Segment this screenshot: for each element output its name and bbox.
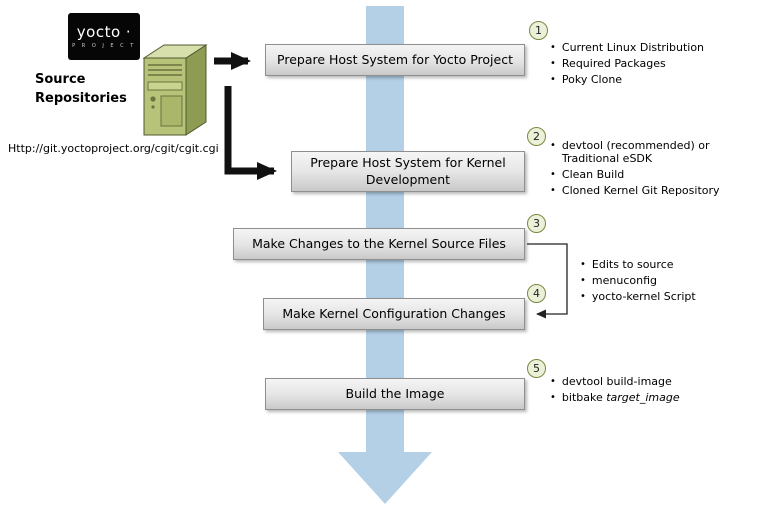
yocto-project-subtext: P R O J E C T xyxy=(72,43,136,49)
step-box-2-label: Prepare Host System for Kernel Developme… xyxy=(310,155,506,187)
step-bullets-2: devtool (recommended) or Traditional eSD… xyxy=(550,139,728,200)
bullet-item: devtool (recommended) or Traditional eSD… xyxy=(550,139,728,165)
yocto-logo: yocto · P R O J E C T xyxy=(68,13,140,60)
bullet-item: Current Linux Distribution xyxy=(550,41,745,54)
bullet-item: yocto-kernel Script xyxy=(580,290,740,303)
step-box-4: Make Kernel Configuration Changes xyxy=(263,298,525,330)
step-box-5: Build the Image xyxy=(265,378,525,410)
bullet-item: Clean Build xyxy=(550,168,728,181)
step-box-1-label: Prepare Host System for Yocto Project xyxy=(277,51,513,67)
bullet-item: Poky Clone xyxy=(550,73,745,86)
bullet-item: Required Packages xyxy=(550,57,745,70)
step-box-1: Prepare Host System for Yocto Project xyxy=(265,44,525,76)
shared-bullets-3-4: Edits to source menuconfig yocto-kernel … xyxy=(580,258,740,306)
bullet-item: devtool build-image xyxy=(550,375,730,388)
step-box-3-label: Make Changes to the Kernel Source Files xyxy=(252,235,506,251)
arrow-to-step-2 xyxy=(224,86,277,180)
step-number-3: 3 xyxy=(527,214,546,233)
source-repositories-label: Source Repositories xyxy=(35,72,127,106)
step-number-2: 2 xyxy=(527,127,546,146)
step-box-2: Prepare Host System for Kernel Developme… xyxy=(291,151,525,192)
bullet-item: Edits to source xyxy=(580,258,740,271)
step-box-3: Make Changes to the Kernel Source Files xyxy=(233,228,525,260)
step-box-5-label: Build the Image xyxy=(345,385,445,401)
server-icon xyxy=(142,44,208,136)
step-bullets-5: devtool build-image bitbake target_image xyxy=(550,375,730,407)
repo-url: Http://git.yoctoproject.org/cgit/cgit.cg… xyxy=(8,142,219,155)
bullet-item: Cloned Kernel Git Repository xyxy=(550,184,728,197)
bracket-steps-3-4 xyxy=(527,243,568,319)
step-bullets-1: Current Linux Distribution Required Pack… xyxy=(550,41,745,89)
yocto-wordmark: yocto · xyxy=(76,23,132,41)
step-number-1: 1 xyxy=(529,21,548,40)
step-box-4-label: Make Kernel Configuration Changes xyxy=(282,305,506,321)
bullet-item: menuconfig xyxy=(580,274,740,287)
bullet-item: bitbake target_image xyxy=(550,391,730,404)
step-number-5: 5 xyxy=(527,359,546,378)
step-number-4: 4 xyxy=(527,284,546,303)
